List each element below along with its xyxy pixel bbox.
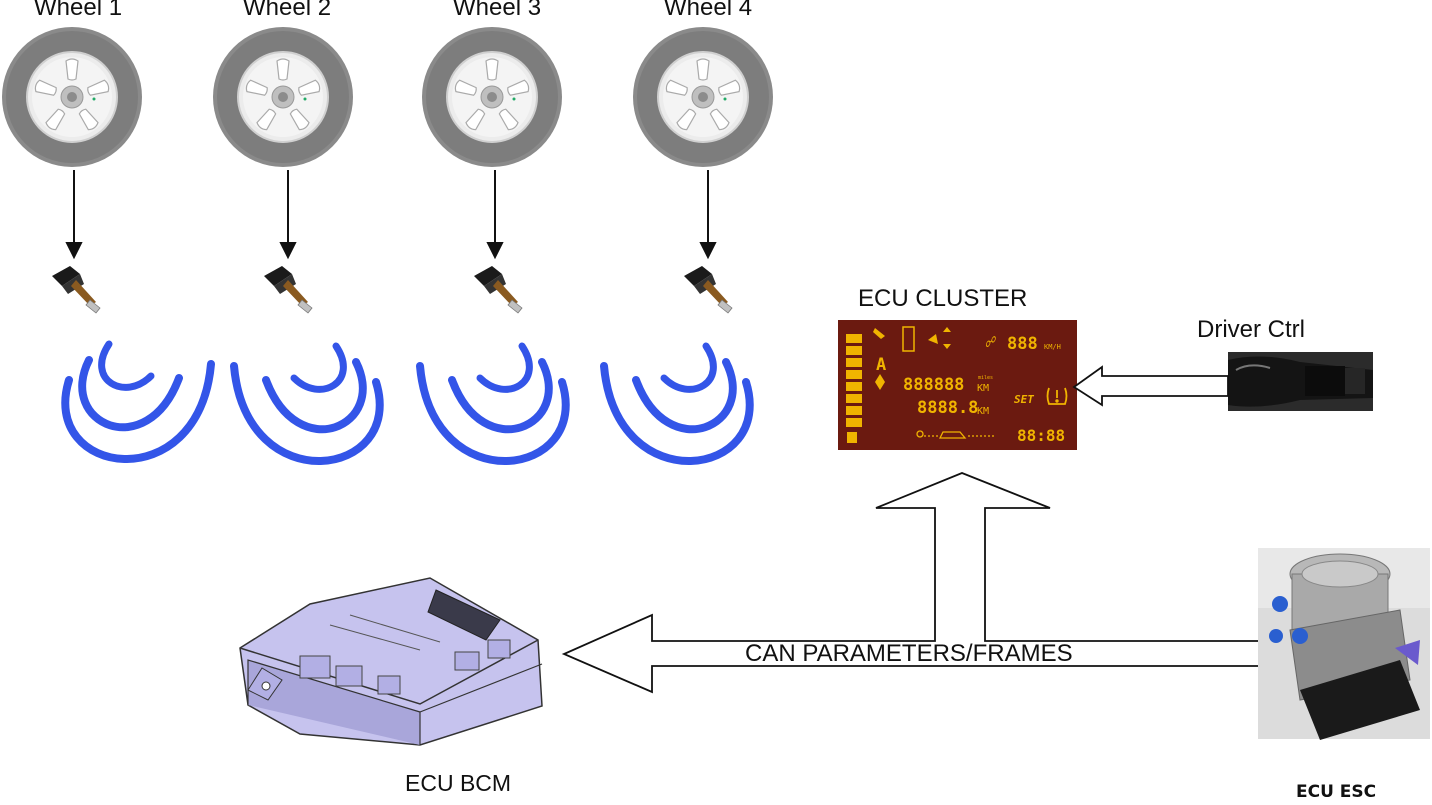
lcd-warning-icons — [873, 326, 951, 390]
lcd-clock: 88:88 — [1017, 426, 1065, 445]
tpms-sensor-3-icon — [473, 265, 523, 314]
wheel-2-arrow — [279, 170, 297, 260]
driver-ctrl-image — [1228, 352, 1373, 411]
tpms-sensor-1-icon — [51, 265, 101, 314]
can-frames-label: CAN PARAMETERS/FRAMES — [745, 640, 1073, 667]
wheel-3-icon — [421, 26, 563, 168]
tpms-sensor-4-icon — [683, 265, 733, 314]
wheel-1-label: Wheel 1 — [34, 0, 123, 21]
lcd-odometer-total: 888888 — [903, 375, 964, 395]
lcd-odometer-unit: KM — [977, 383, 989, 394]
tpms-sensor-2-icon — [263, 265, 313, 314]
lcd-trip-unit: KM — [977, 406, 989, 417]
signal-waves-4-icon — [604, 346, 750, 461]
wheel-3-arrow — [486, 170, 504, 260]
wheel-4-label: Wheel 4 — [664, 0, 753, 21]
driver-ctrl-label: Driver Ctrl — [1197, 316, 1305, 343]
wheel-3-label: Wheel 3 — [453, 0, 542, 21]
can-bus-arrows — [561, 472, 1258, 694]
tpms-warning-icon — [1046, 387, 1068, 405]
signal-waves-2-icon — [234, 346, 380, 461]
lcd-speed: 888 — [1007, 334, 1038, 354]
lcd-car-icon — [916, 430, 996, 439]
wheel-2-icon — [212, 26, 354, 168]
driver-to-cluster-arrow — [1072, 365, 1229, 407]
signal-waves-3-icon — [420, 346, 566, 461]
wheel-2-label: Wheel 2 — [243, 0, 332, 21]
wheel-4-icon — [632, 26, 774, 168]
ecu-esc-image — [1258, 548, 1430, 740]
wheel-1-arrow — [65, 170, 83, 260]
wheel-4-arrow — [699, 170, 717, 260]
wheel-1-icon — [1, 26, 143, 168]
lcd-set-indicator: SET — [1014, 393, 1034, 406]
ecu-cluster-display: A ☍ 888 KM/H 888888 miles KM 8888.8 KM S… — [838, 320, 1077, 450]
ecu-bcm-image — [239, 577, 543, 746]
lcd-speed-unit: KM/H — [1044, 343, 1061, 351]
ecu-esc-label: ECU ESC — [1296, 782, 1377, 802]
lcd-odometer-trip: 8888.8 — [917, 398, 978, 418]
lcd-gear-letter: A — [876, 355, 886, 375]
ecu-bcm-label: ECU BCM — [405, 770, 512, 796]
lcd-odometer-unit-top: miles — [978, 375, 993, 381]
signal-waves-1-icon — [65, 344, 211, 459]
ecu-cluster-label: ECU CLUSTER — [858, 285, 1028, 312]
lcd-icon-glyph: ☍ — [985, 333, 996, 351]
